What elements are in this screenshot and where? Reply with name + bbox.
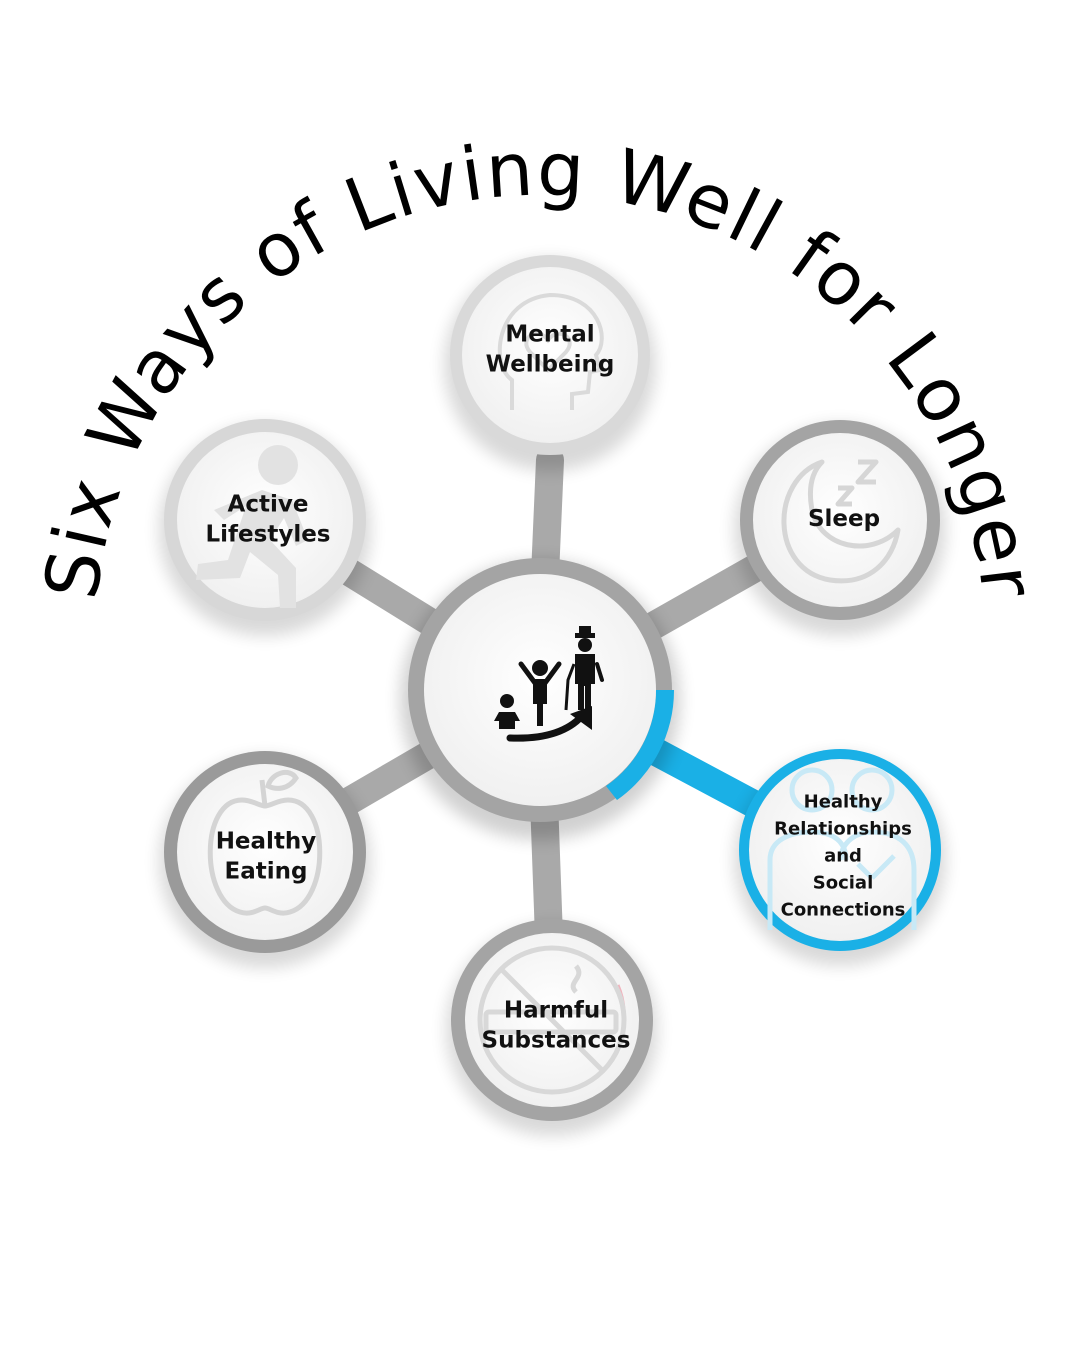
apple-icon: [207, 769, 323, 916]
running-person-icon: [196, 445, 308, 608]
moon-zzz-icon: [781, 459, 901, 584]
label-mental-wellbeing: Mental Wellbeing: [485, 321, 615, 378]
node-healthy-relationships[interactable]: [734, 749, 946, 966]
label-healthy-eating: Healthy Eating: [215, 828, 317, 885]
node-active-lifestyles[interactable]: [159, 419, 371, 636]
label-sleep: Sleep: [807, 505, 881, 532]
no-smoking-icon: [477, 945, 627, 1095]
node-sleep[interactable]: [734, 420, 946, 636]
label-harmful-substances: Harmful Substances: [481, 997, 631, 1054]
head-heart-icon: [497, 292, 604, 410]
life-stages-growth-icon: [494, 626, 604, 742]
center-hub: [400, 558, 680, 840]
label-healthy-relationships: Healthy Relationships and Social Connect…: [774, 791, 912, 921]
node-healthy-eating[interactable]: [159, 751, 371, 968]
people-heart-icon: [767, 767, 917, 930]
label-active-lifestyles: Active Lifestyles: [205, 491, 331, 548]
node-mental-wellbeing[interactable]: [444, 255, 656, 471]
node-harmful-substances[interactable]: [446, 919, 658, 1136]
